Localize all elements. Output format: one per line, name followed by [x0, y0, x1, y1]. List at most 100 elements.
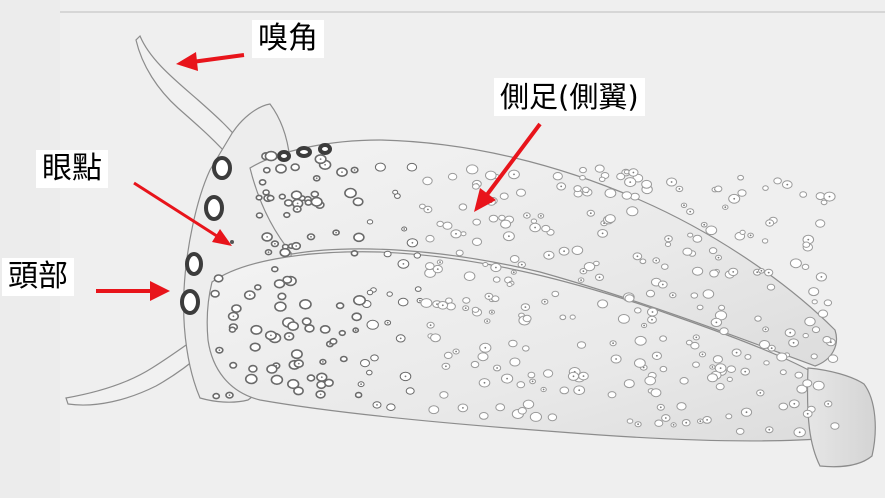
body-spot [703, 290, 714, 298]
body-spot [605, 215, 615, 223]
body-spot-center [403, 263, 405, 265]
body-spot [821, 200, 827, 205]
body-spot [755, 316, 761, 321]
body-spot [500, 193, 508, 199]
body-spot [627, 419, 633, 423]
body-spot [523, 315, 531, 321]
body-spot [292, 350, 302, 358]
body-spot [429, 406, 439, 414]
body-spot-center [656, 355, 658, 357]
body-spot-center [759, 392, 761, 394]
body-spot-center [295, 245, 297, 247]
body-spot-center [583, 375, 585, 377]
body-spot [802, 264, 809, 269]
body-spot [278, 293, 286, 299]
body-spot [594, 261, 600, 265]
body-spot-center [430, 324, 432, 326]
body-spot [341, 357, 347, 362]
label-rhinophore: 嗅角 [252, 20, 324, 58]
body-spot [496, 404, 505, 411]
body-spot-center [274, 243, 276, 245]
body-spot [631, 193, 640, 200]
body-spot-center [799, 431, 801, 433]
body-spot-center [793, 403, 795, 405]
body-spot [311, 191, 318, 197]
body-spot-center [297, 203, 299, 205]
body-spot [467, 165, 478, 174]
body-spot-center [560, 186, 562, 188]
body-spot [250, 343, 260, 351]
body-spot [811, 354, 817, 359]
body-spot [635, 308, 642, 313]
body-spot [618, 315, 629, 324]
body-spot [552, 291, 559, 296]
body-spot [367, 290, 372, 294]
body-spot [407, 163, 416, 171]
body-spot [279, 194, 285, 199]
body-spot [461, 232, 466, 236]
body-spot [645, 377, 656, 385]
body-spot-center [387, 322, 389, 324]
body-spot-center [412, 242, 414, 244]
body-spot [660, 336, 667, 341]
body-spot-center [599, 276, 601, 278]
body-spot [598, 300, 608, 308]
body-spot-center [445, 365, 447, 367]
body-spot-center [712, 366, 714, 368]
body-spot [803, 380, 812, 387]
body-spot [738, 190, 746, 197]
body-spot-center [673, 424, 675, 426]
body-spot-center [637, 423, 639, 425]
body-spot-center [643, 325, 645, 327]
body-spot [823, 337, 831, 343]
body-spot [367, 370, 373, 375]
body-spot-center [672, 294, 674, 296]
body-spot [716, 383, 724, 389]
body-spot-center [768, 272, 770, 274]
body-spot [599, 177, 605, 181]
body-spot [510, 358, 520, 366]
body-spot-center [771, 347, 773, 349]
body-spot [642, 180, 652, 188]
body-spot [256, 195, 262, 199]
body-spot-center [671, 181, 673, 183]
body-spot [472, 307, 479, 312]
body-spot [257, 213, 263, 218]
body-spot [677, 403, 686, 410]
body-spot-center [322, 361, 324, 363]
body-spot [267, 196, 273, 201]
body-spot [660, 366, 667, 371]
body-spot [646, 290, 654, 297]
body-spot [624, 380, 634, 388]
body-spot-center [583, 270, 585, 272]
body-spot-center [689, 211, 691, 213]
body-spot-center [491, 311, 493, 313]
body-spot-center [761, 270, 763, 272]
body-spot-center [724, 206, 726, 208]
body-spot-center [651, 319, 653, 321]
body-spot [406, 388, 414, 394]
body-spot-center [563, 250, 565, 252]
body-spot [478, 353, 488, 361]
body-spot [463, 298, 470, 304]
body-spot [352, 313, 361, 320]
body-spot-center [403, 228, 405, 230]
body-spot-center [335, 232, 337, 234]
body-spot [828, 355, 837, 363]
label-head: 頭部 [2, 258, 74, 296]
body-spot [726, 414, 732, 419]
body-spot [530, 412, 541, 421]
body-spot [605, 189, 616, 198]
body-spot [713, 356, 722, 363]
body-spot [625, 295, 634, 302]
body-spot [356, 393, 362, 398]
body-spot [275, 302, 286, 311]
body-spot-center [699, 420, 701, 422]
body-spot-center [580, 279, 582, 281]
body-spot-center [733, 198, 735, 200]
body-spot [263, 190, 269, 195]
body-spot-center [496, 367, 498, 369]
body-spot [762, 239, 767, 243]
